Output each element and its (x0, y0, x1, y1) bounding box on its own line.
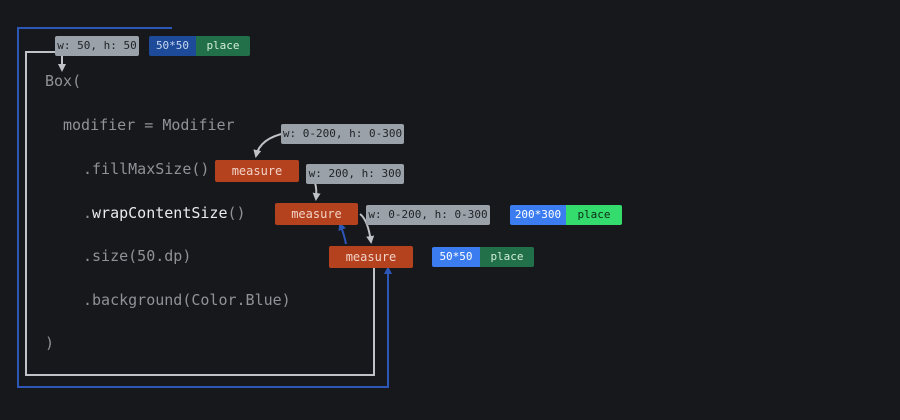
box-place-tag: place (196, 36, 250, 56)
wrap-size-tag: 200*300 (510, 205, 566, 225)
code-modifier-line: modifier = Modifier (63, 116, 235, 134)
code-fill-max-size: .fillMaxSize() (83, 160, 210, 178)
code-wrap-name: wrapContentSize (92, 204, 228, 222)
fill-constraint-tag: w: 0-200, h: 0-300 (281, 124, 404, 144)
box-constraint-tag: w: 50, h: 50 (55, 36, 139, 56)
box-size-tag: 50*50 (149, 36, 196, 56)
arrow-size-measure-up (338, 222, 347, 245)
code-background-line: .background(Color.Blue) (83, 291, 291, 309)
fill-measure-tag: measure (215, 160, 299, 182)
code-box-close: ) (45, 334, 55, 352)
size-constraint-tag: w: 0-200, h: 0-300 (366, 205, 490, 225)
size-place-tag: place (480, 247, 534, 267)
code-wrap-prefix: . (83, 204, 93, 222)
code-size-line: .size(50.dp) (83, 247, 192, 265)
wrap-place-tag: place (566, 205, 622, 225)
wrap-measure-tag: measure (275, 203, 358, 225)
code-wrap-content-size: .wrapContentSize() (83, 204, 246, 222)
wrap-constraint-tag: w: 200, h: 300 (306, 164, 404, 184)
placement-loop-path (17, 27, 392, 388)
code-box-open: Box( (45, 72, 82, 90)
size-size-tag: 50*50 (432, 247, 480, 267)
code-wrap-suffix: () (227, 204, 246, 222)
size-measure-tag: measure (329, 246, 413, 268)
